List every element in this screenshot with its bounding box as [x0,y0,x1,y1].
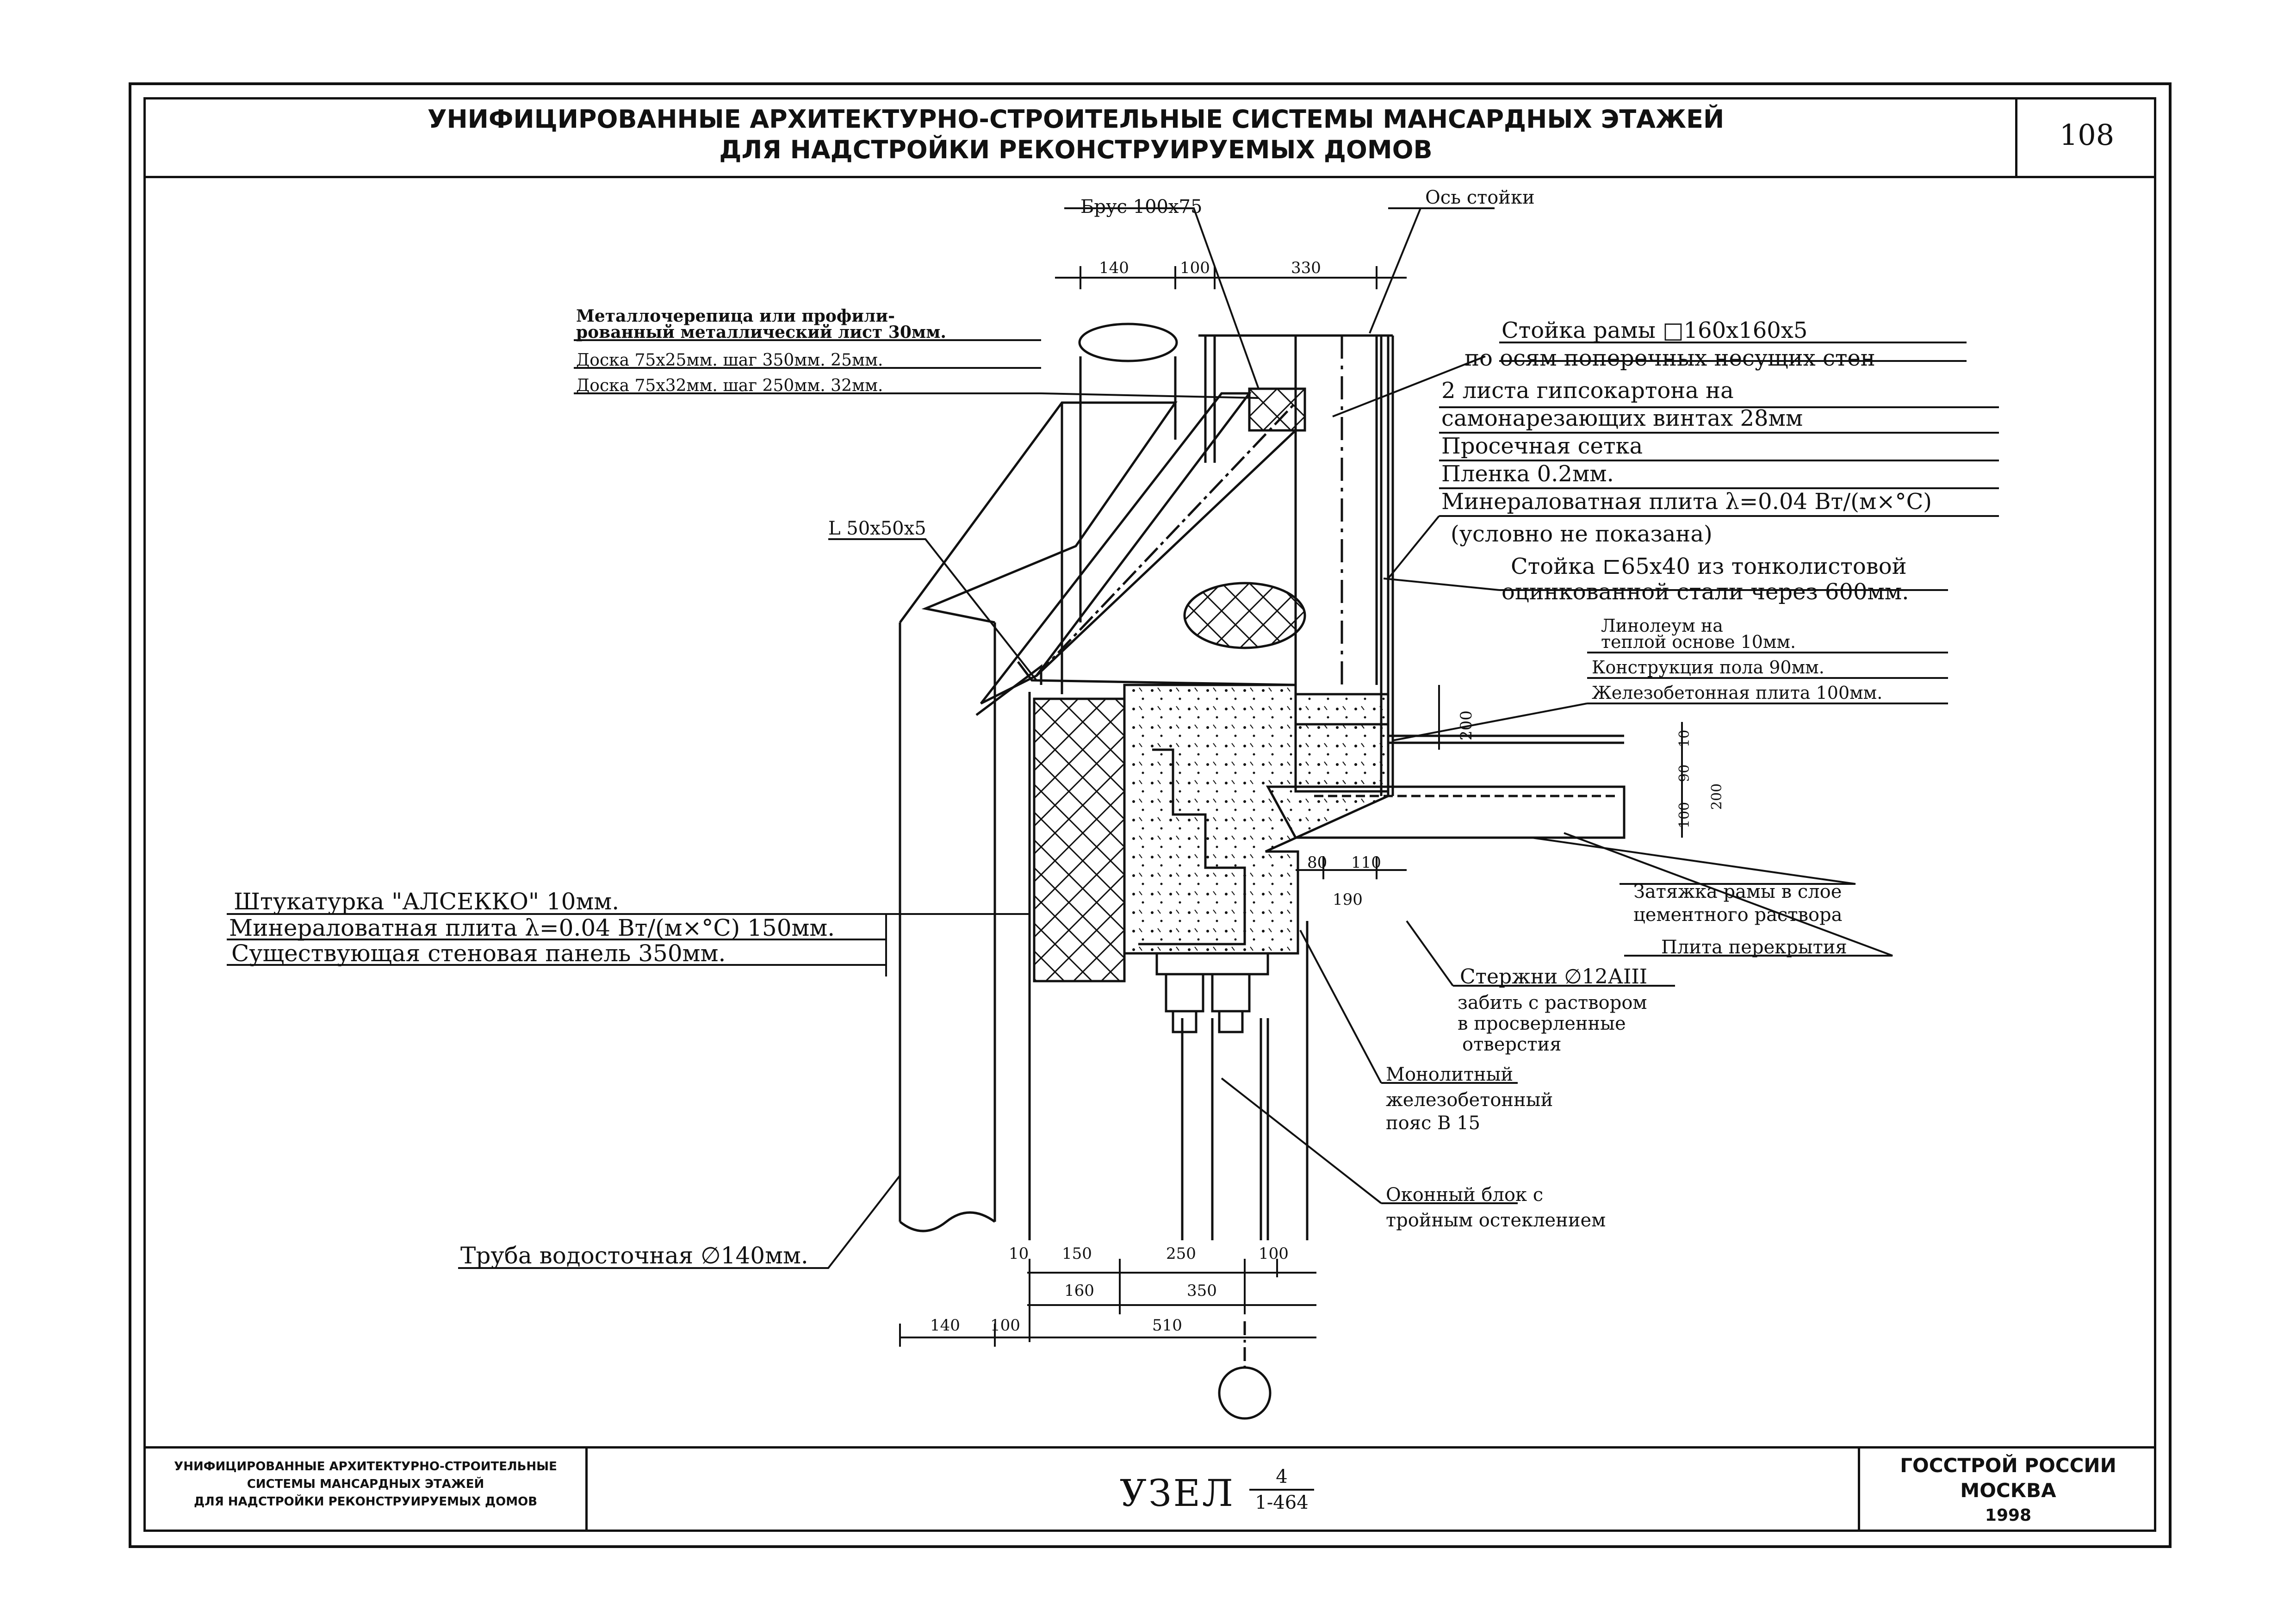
label-slab: Железобетонная плита 100мм. [1592,683,1882,703]
label-window-2: тройным остеклением [1386,1210,1606,1231]
dim-b1-250: 250 [1166,1244,1196,1263]
dim-right-200a: 200 [1457,710,1476,740]
label-angle: L 50х50х5 [828,518,926,539]
node-label: УЗЕЛ [1120,1472,1235,1515]
label-belt-2: железобетонный [1386,1089,1553,1111]
header-divider [143,176,2156,178]
floor-slab [1266,693,1626,839]
footer-series-line3: ДЛЯ НАДСТРОЙКИ РЕКОНСТРУИРУЕМЫХ ДОМОВ [193,1495,538,1509]
outer-frame [129,82,2172,1548]
footer-series-title: УНИФИЦИРОВАННЫЕ АРХИТЕКТУРНО-СТРОИТЕЛЬНЫ… [148,1458,583,1511]
label-rod-1: Стержни ∅12АIII [1460,965,1647,989]
dim-right-100: 100 [1676,802,1693,828]
label-floor: Конструкция пола 90мм. [1592,657,1824,678]
dim-right-200b: 200 [1709,784,1725,810]
dim-mid-80: 80 [1307,853,1327,872]
drainpipe [899,323,1178,1232]
page-number-box [2015,97,2156,176]
dim-b3-510: 510 [1152,1316,1182,1335]
label-pipe: Труба водосточная ∅140мм. [460,1242,808,1269]
footer-separator-right [1858,1446,1860,1532]
dim-b1-150: 150 [1062,1244,1092,1263]
dim-mid-110: 110 [1351,853,1381,872]
label-rod-2: забить с раствором [1458,992,1647,1014]
dim-top-100: 100 [1180,259,1210,277]
label-roof-1: Металлочерепица или профили- [576,306,895,326]
label-stud-1: Стойка ⊏65х40 из тонколистовой [1511,553,1907,579]
footer-series-line2: СИСТЕМЫ МАНСАРДНЫХ ЭТАЖЕЙ [247,1477,484,1491]
label-wool-facade: Минераловатная плита λ=0.04 Вт/(м×°С) 15… [229,914,835,941]
roof-slope [980,392,1297,705]
leader-lines [227,207,1999,1269]
footer-series-line1: УНИФИЦИРОВАННЫЕ АРХИТЕКТУРНО-СТРОИТЕЛЬНЫ… [174,1460,557,1474]
label-film: Пленка 0.2мм. [1441,461,1614,487]
label-board-2: Доска 75х32мм. шаг 250мм. 32мм. [576,376,883,395]
sheet-title: УНИФИЦИРОВАННЫЕ АРХИТЕКТУРНО-СТРОИТЕЛЬНЫ… [143,104,2008,165]
label-tie-1: Затяжка рамы в слое [1633,881,1842,902]
label-panel: Существующая стеновая панель 350мм. [231,940,726,967]
node-number-bar [1249,1489,1314,1491]
label-slab-floor: Плита перекрытия [1661,937,1847,958]
sheet-title-line2: ДЛЯ НАДСТРОЙКИ РЕКОНСТРУИРУЕМЫХ ДОМОВ [719,135,1433,164]
label-gypsum-1: 2 листа гипсокартона на [1441,378,1734,404]
facade-insulation [1033,697,1126,983]
dim-mid-190: 190 [1333,890,1363,909]
label-roof-2: рованный металлический лист 30мм. [576,323,946,342]
sheet-title-line1: УНИФИЦИРОВАННЫЕ АРХИТЕКТУРНО-СТРОИТЕЛЬНЫ… [427,105,1725,134]
footer-org: ГОССТРОЙ РОССИИ [1900,1454,2116,1477]
label-post-1: Стойка рамы □160х160х5 [1502,317,1807,343]
label-axis: Ось стойки [1425,187,1535,208]
label-stud-2: оцинкованной стали через 600мм. [1502,579,1909,605]
dim-b2-160: 160 [1064,1281,1094,1300]
label-wool: Минераловатная плита λ=0.04 Вт/(м×°С) [1441,489,1932,515]
dim-right-90: 90 [1676,765,1693,782]
node-number-top: 4 [1276,1466,1288,1487]
wall-panel [1028,692,1309,1240]
footer-divider [143,1446,2156,1449]
dim-b3-100: 100 [990,1316,1020,1335]
label-mesh: Просечная сетка [1441,433,1643,459]
footer-year: 1998 [1985,1506,2032,1525]
dim-b1-10: 10 [1009,1244,1029,1263]
dim-b1-100: 100 [1259,1244,1289,1263]
label-lino-2: теплой основе 10мм. [1601,632,1796,652]
node-number: 4 1-464 [1245,1465,1319,1515]
label-gypsum-2: самонарезающих винтах 28мм [1441,405,1803,431]
node-series: 1-464 [1255,1492,1309,1513]
footer-organization: ГОССТРОЙ РОССИИ МОСКВА 1998 [1860,1453,2156,1528]
label-rod-4: отверстия [1462,1034,1561,1055]
dim-top-330: 330 [1291,259,1321,277]
dimension-lines [899,266,1683,1347]
label-belt-3: пояс В 15 [1386,1113,1480,1134]
inner-frame [143,97,2156,1532]
label-plaster: Штукатурка "АЛСЕККО" 10мм. [234,888,619,915]
node-marker-circle [1218,1366,1272,1420]
dim-top-140: 140 [1099,259,1129,277]
label-beam: Брус 100х75 [1080,196,1202,218]
footer-city: МОСКВА [1960,1479,2056,1502]
window-head [1138,748,1246,945]
label-board-1: Доска 75х25мм. шаг 350мм. 25мм. [576,351,883,370]
label-rod-3: в просверленные [1458,1013,1626,1034]
label-lino-1: Линолеум на [1601,616,1723,636]
steel-angle [975,664,1043,716]
label-belt-1: Монолитный [1386,1064,1513,1085]
footer-separator-left [585,1446,588,1532]
insulation-symbol [1183,582,1306,649]
dim-right-10: 10 [1676,730,1693,747]
dim-b3-140: 140 [930,1316,960,1335]
label-conditional: (условно не показана) [1451,521,1713,547]
window-block [1155,952,1269,1033]
dim-b2-350: 350 [1187,1281,1217,1300]
page-number: 108 [2059,118,2115,152]
label-tie-2: цементного раствора [1633,904,1843,926]
label-window-1: Оконный блок с [1386,1184,1543,1206]
label-post-2: по осям поперечных несущих стен [1464,345,1875,371]
